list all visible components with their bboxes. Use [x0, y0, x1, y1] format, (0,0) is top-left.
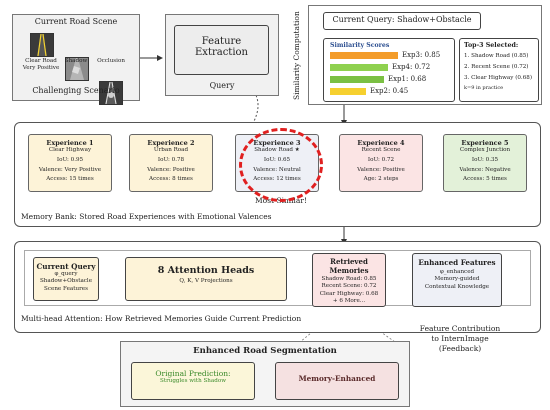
- top3-note: k=9 in practice: [464, 85, 504, 91]
- experience-2-title: Experience 2: [147, 139, 195, 147]
- experience-1-iou: IoU: 0.95: [56, 157, 84, 164]
- experience-card-2: Experience 2 Urban Road IoU: 0.78 Valenc…: [129, 134, 213, 192]
- top3-box: Top-3 Selected: 1. Shadow Road (0.85) 2.…: [459, 38, 539, 102]
- attention-inner-frame: [24, 250, 531, 306]
- current-query-box: Current Query: Shadow+Obstacle: [323, 12, 481, 30]
- most-similar-highlight-circle: [239, 128, 323, 202]
- retrieved-title: Retrieved Memories: [329, 257, 369, 275]
- experience-5-iou: IoU: 0.35: [471, 157, 499, 164]
- clear-road-sub: Very Positive: [22, 65, 60, 71]
- challenging-scenario-label: Challenging Scenario: [32, 86, 120, 95]
- similarity-bars: Exp3: 0.85 Exp4: 0.72 Exp1: 0.68 Exp2: 0…: [330, 51, 450, 98]
- experience-1-valence: Valence: Very Positive: [38, 166, 102, 173]
- experience-2-valence: Valence: Positive: [147, 166, 195, 173]
- feature-extraction-panel: Feature Extraction Query: [165, 14, 279, 96]
- experience-5-extra: Access: 5 times: [463, 175, 507, 182]
- shadow-label: Shadow: [64, 58, 88, 64]
- experience-5-name: Complex Junction: [459, 147, 511, 153]
- experience-2-extra: Access: 8 times: [149, 175, 193, 182]
- feature-extraction-line2: Extraction: [195, 47, 248, 58]
- similarity-panel: Current Query: Shadow+Obstacle Similarit…: [308, 5, 542, 105]
- retrieved-item-3: Clear Highway: 0.68: [319, 290, 379, 297]
- clear-road-thumb: [30, 33, 54, 57]
- retrieved-to-seg-line-2: [343, 305, 396, 343]
- feedback-line1: Feature Contribution: [419, 324, 501, 333]
- segmentation-panel: Enhanced Road Segmentation Original Pred…: [120, 341, 410, 407]
- attention-heads-sub: Q, K, V Projections: [179, 278, 233, 284]
- feature-extraction-line1: Feature: [201, 36, 242, 47]
- road-scene-panel: Current Road Scene Clear Road Very Posit…: [12, 14, 140, 105]
- top3-title: Top-3 Selected:: [464, 42, 519, 49]
- clear-road-label: Clear Road: [25, 58, 57, 64]
- segmentation-title: Enhanced Road Segmentation: [193, 346, 337, 356]
- original-prediction-title: Original Prediction:: [155, 369, 231, 378]
- top3-item-3: 3. Clear Highway (0.68): [464, 75, 533, 81]
- experience-card-5: Experience 5 Complex Junction IoU: 0.35 …: [443, 134, 527, 192]
- experience-4-name: Recent Scene: [361, 147, 401, 153]
- enhanced-sub2: Memory-guided: [434, 276, 480, 283]
- similarity-scores-title: Similarity Scores: [330, 42, 390, 49]
- retrieved-item-more: + 6 More...: [332, 297, 366, 304]
- bar-exp1-label: Exp1: 0.68: [388, 75, 427, 83]
- attention-query-sub1: φ_query: [54, 271, 78, 277]
- enhanced-title: Enhanced Features: [418, 258, 496, 267]
- experience-1-extra: Access: 15 times: [46, 175, 94, 182]
- occlusion-label: Occlusion: [97, 58, 125, 64]
- experience-4-extra: Age: 2 steps: [363, 175, 399, 182]
- retrieved-item-1: Shadow Road: 0.85: [321, 276, 377, 282]
- current-query-card: Current Query φ_query Shadow+Obstacle Sc…: [33, 257, 99, 301]
- bar-exp3-label: Exp3: 0.85: [402, 51, 441, 59]
- enhanced-sub3: Contextual Knowledge: [424, 283, 490, 290]
- bar-exp2-label: Exp2: 0.45: [370, 87, 409, 95]
- memory-enhanced-box: Memory-Enhanced: [275, 362, 399, 400]
- experience-card-1: Experience 1 Clear Highway IoU: 0.95 Val…: [28, 134, 112, 192]
- feedback-line2: to InternImage (Feedback): [431, 333, 489, 353]
- top3-item-1: 1. Shadow Road (0.85): [464, 53, 529, 59]
- experience-5-valence: Valence: Negative: [459, 166, 511, 173]
- query-label: Query: [209, 81, 235, 90]
- attention-heads-title: 8 Attention Heads: [157, 265, 255, 276]
- retrieved-item-2: Recent Scene: 0.72: [321, 283, 377, 290]
- enhanced-sub1: φ_enhanced: [439, 269, 475, 275]
- bar-exp2: [330, 88, 366, 95]
- experience-card-4: Experience 4 Recent Scene IoU: 0.72 Vale…: [339, 134, 423, 192]
- memory-bank-caption: Memory Bank: Stored Road Experiences wit…: [21, 212, 272, 221]
- feature-extraction-box: Feature Extraction: [174, 25, 269, 75]
- experience-5-title: Experience 5: [461, 139, 509, 147]
- experience-4-title: Experience 4: [357, 139, 405, 147]
- attention-heads-card: 8 Attention Heads Q, K, V Projections: [125, 257, 287, 301]
- memory-enhanced-label: Memory-Enhanced: [298, 374, 376, 383]
- feedback-label: Feature Contribution to InternImage (Fee…: [410, 324, 510, 353]
- bar-exp1: [330, 76, 384, 83]
- occlusion-road-thumb: [99, 81, 123, 105]
- attention-panel: Current Query φ_query Shadow+Obstacle Sc…: [14, 241, 541, 333]
- original-prediction-box: Original Prediction: Struggles with Shad…: [131, 362, 255, 400]
- enhanced-features-card: Enhanced Features φ_enhanced Memory-guid…: [412, 253, 502, 307]
- top3-item-2: 2. Recent Scene (0.72): [464, 64, 529, 70]
- current-query-text: Current Query: Shadow+Obstacle: [332, 15, 472, 24]
- experience-2-name: Urban Road: [153, 147, 189, 153]
- experience-1-title: Experience 1: [46, 139, 94, 147]
- experience-4-valence: Valence: Positive: [357, 166, 405, 173]
- attention-query-sub3: Scene Features: [44, 285, 88, 292]
- experience-1-name: Clear Highway: [48, 147, 92, 153]
- similarity-side-label: Similarity Computation: [292, 11, 301, 100]
- bar-exp4: [330, 64, 388, 71]
- attention-caption: Multi-head Attention: How Retrieved Memo…: [21, 314, 302, 323]
- shadow-road-thumb: [65, 57, 89, 81]
- experience-4-iou: IoU: 0.72: [367, 157, 395, 164]
- original-prediction-sub: Struggles with Shadow: [160, 378, 226, 384]
- road-scene-title: Current Road Scene: [34, 17, 118, 26]
- bar-exp3: [330, 52, 398, 59]
- similarity-scores-box: Similarity Scores Exp3: 0.85 Exp4: 0.72 …: [323, 38, 455, 102]
- attention-query-sub2: Shadow+Obstacle: [39, 278, 93, 285]
- bar-exp4-label: Exp4: 0.72: [392, 63, 431, 71]
- retrieved-memories-card: Retrieved Memories Shadow Road: 0.85 Rec…: [312, 253, 386, 307]
- experience-2-iou: IoU: 0.78: [157, 157, 185, 164]
- attention-query-title: Current Query: [36, 262, 96, 271]
